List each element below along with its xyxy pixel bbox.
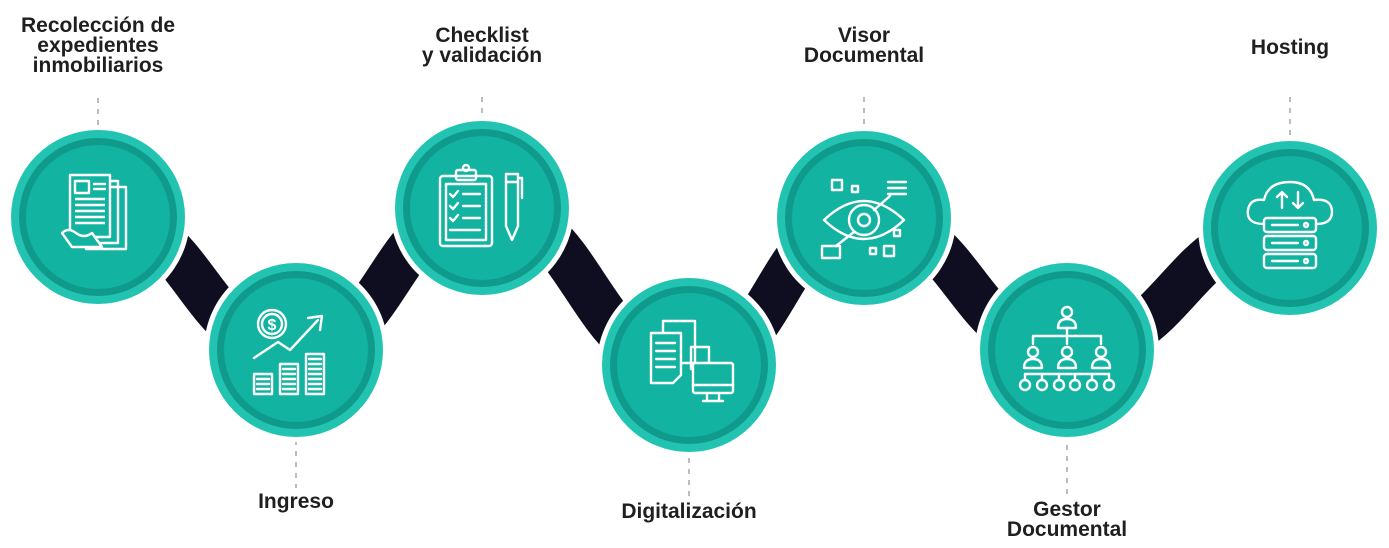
step-label-hosting: Hosting [1250,36,1330,59]
step-node-5 [975,258,1159,442]
step-node-6 [1198,136,1382,320]
step-label-digitalizacion: Digitalización [621,500,757,523]
step-node-1: $ [204,258,388,442]
step-label-checklist: Checklist y validación [421,24,543,67]
step-label-gestor: Gestor Documental [1006,498,1128,541]
svg-text:$: $ [268,317,277,334]
node-disk [1218,156,1362,300]
step-label-ingreso: Ingreso [258,490,334,513]
node-disk [995,278,1139,422]
clipboard-checklist-icon [438,163,524,248]
revenue-growth-icon: $ [252,308,326,396]
step-label-recoleccion: Recolección de expedientes inmobiliarios [20,14,176,77]
digitization-icon [649,319,735,403]
node-disk [792,146,936,290]
step-node-0 [6,125,190,309]
node-disk [617,293,761,437]
document-viewer-eye-icon [820,178,908,260]
node-disk [224,278,368,422]
connector-lines [97,97,1291,498]
documents-icon [60,173,128,251]
step-node-2 [390,116,574,300]
step-node-4 [772,126,956,310]
node-disk [410,136,554,280]
cloud-server-icon [1246,180,1334,270]
step-nodes: $ [6,116,1382,457]
step-label-visor: Visor Documental [803,24,925,67]
step-node-3 [597,273,781,457]
hierarchy-icon [1018,305,1116,392]
